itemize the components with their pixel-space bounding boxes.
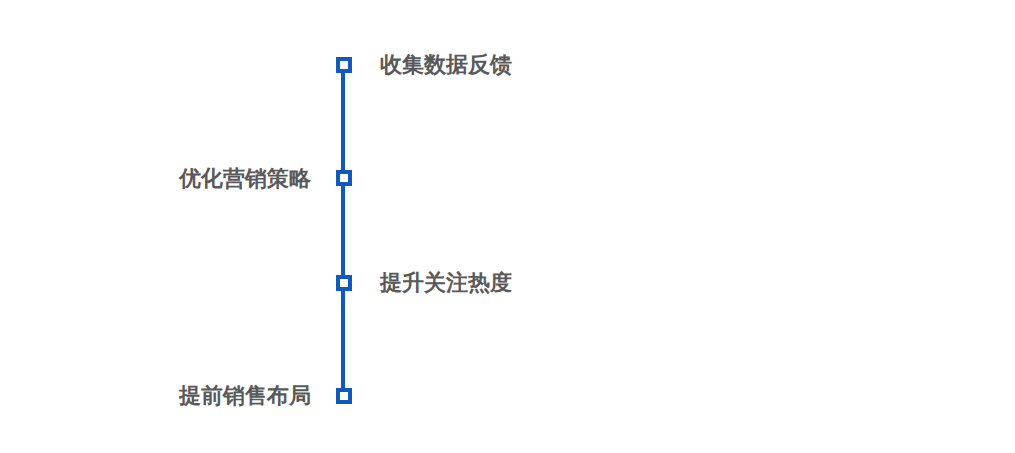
- node-marker-icon[interactable]: [336, 388, 352, 404]
- node-marker-icon[interactable]: [336, 170, 352, 186]
- node-label: 优化营销策略: [179, 167, 311, 190]
- node-marker-icon[interactable]: [336, 57, 352, 73]
- node-marker-icon[interactable]: [336, 275, 352, 291]
- timeline-line: [341, 64, 345, 396]
- node-label: 提前销售布局: [179, 384, 311, 407]
- node-label: 提升关注热度: [380, 271, 512, 294]
- node-label: 收集数据反馈: [380, 53, 512, 76]
